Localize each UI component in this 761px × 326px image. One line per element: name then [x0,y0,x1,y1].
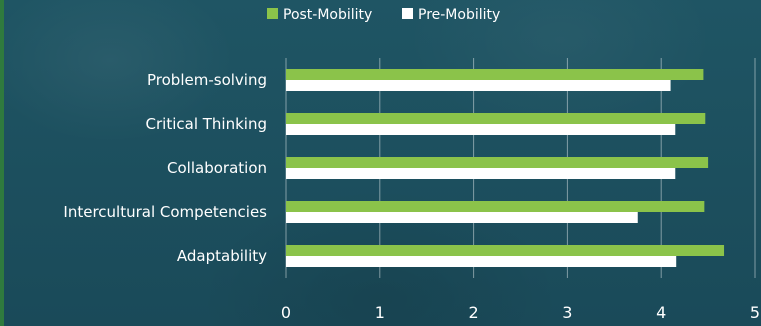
x-tick-label-0: 0 [281,303,291,322]
bar-post-mobility-intercultural-competencies [286,201,705,212]
bar-pre-mobility-problem-solving [286,80,671,91]
legend-label-pre-mobility: Pre-Mobility [418,7,500,23]
x-axis-ticks: 0 1 2 3 4 5 [281,303,760,322]
bar-pre-mobility-intercultural-competencies [286,212,638,223]
bar-pre-mobility-adaptability [286,256,677,267]
x-tick-label-2: 2 [469,303,479,322]
legend-swatch-pre-mobility [402,8,413,19]
category-label-adaptability: Adaptability [177,247,267,265]
x-tick-label-1: 1 [375,303,385,322]
bar-pre-mobility-critical-thinking [286,124,676,135]
x-tick-label-3: 3 [562,303,572,322]
bar-pre-mobility-collaboration [286,168,676,179]
bar-post-mobility-critical-thinking [286,113,706,124]
legend-swatch-post-mobility [267,8,278,19]
bar-post-mobility-collaboration [286,157,709,168]
gridlines [285,58,756,278]
legend: Post-Mobility Pre-Mobility [267,7,500,23]
bar-post-mobility-adaptability [286,245,725,256]
category-label-problem-solving: Problem-solving [147,71,267,89]
category-label-collaboration: Collaboration [167,159,267,177]
x-tick-label-5: 5 [750,303,760,322]
legend-label-post-mobility: Post-Mobility [283,7,372,23]
category-label-critical-thinking: Critical Thinking [146,115,267,133]
bars [286,69,725,267]
x-tick-label-4: 4 [656,303,666,322]
left-accent-bar [0,0,4,326]
bar-post-mobility-problem-solving [286,69,704,80]
category-label-intercultural-competencies: Intercultural Competencies [63,203,267,221]
